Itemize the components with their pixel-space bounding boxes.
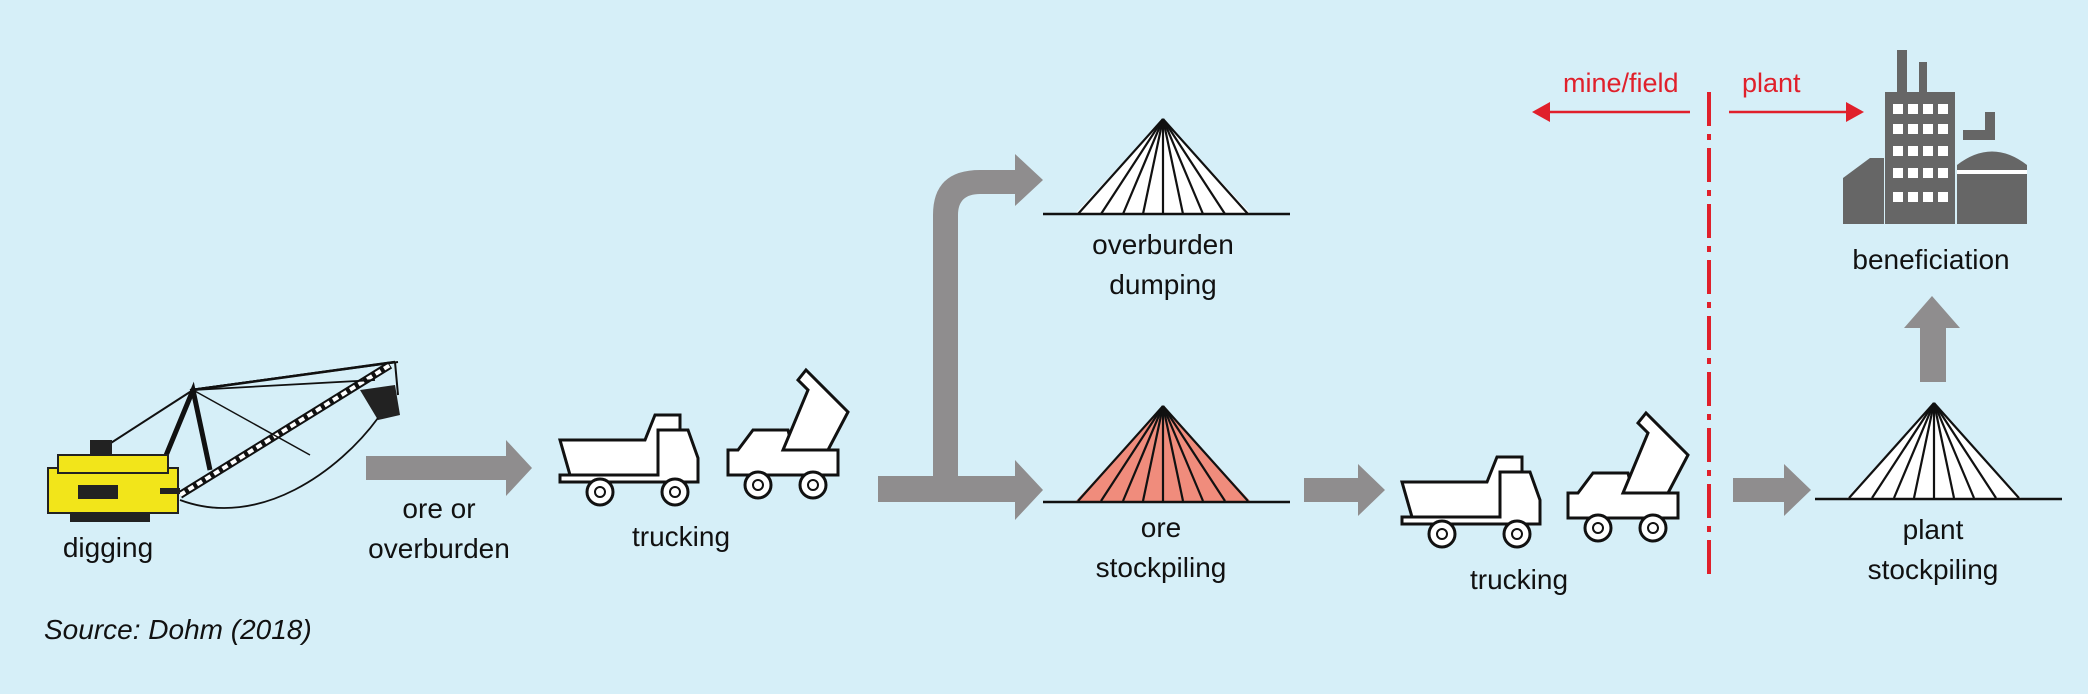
- stockpile-icon: [1815, 401, 2062, 501]
- arrow-up-beneficiation: [1904, 296, 1960, 382]
- label-beneficiation: beneficiation: [1852, 244, 2010, 275]
- boundary: [1532, 92, 1864, 580]
- stockpile-icon: [1043, 117, 1290, 216]
- label-trucking: trucking: [631, 521, 731, 552]
- factory-icon: [1843, 50, 2027, 224]
- label-trucking: trucking: [1469, 564, 1569, 595]
- label-plant: plant: [1742, 68, 1801, 98]
- arrow-up-branch: [933, 154, 1043, 480]
- arrow-split: [878, 460, 1043, 520]
- dump-truck-icon: [1566, 411, 1690, 543]
- arrow-dig-to-truck: [366, 440, 532, 496]
- ore-stockpile-icon: [1043, 404, 1290, 504]
- source-note: Source: Dohm (2018): [44, 614, 312, 645]
- label-mine-field: mine/field: [1563, 68, 1679, 98]
- arrow-to-plant: [1733, 464, 1811, 516]
- dragline-excavator-icon: [47, 360, 400, 522]
- flow-arrows: [366, 154, 1960, 520]
- haul-truck-icon: [558, 413, 700, 507]
- dump-truck-icon: [726, 368, 850, 500]
- label-digging: digging: [62, 532, 154, 563]
- haul-truck-icon: [1400, 455, 1542, 549]
- arrow-ore-to-truck: [1304, 464, 1385, 516]
